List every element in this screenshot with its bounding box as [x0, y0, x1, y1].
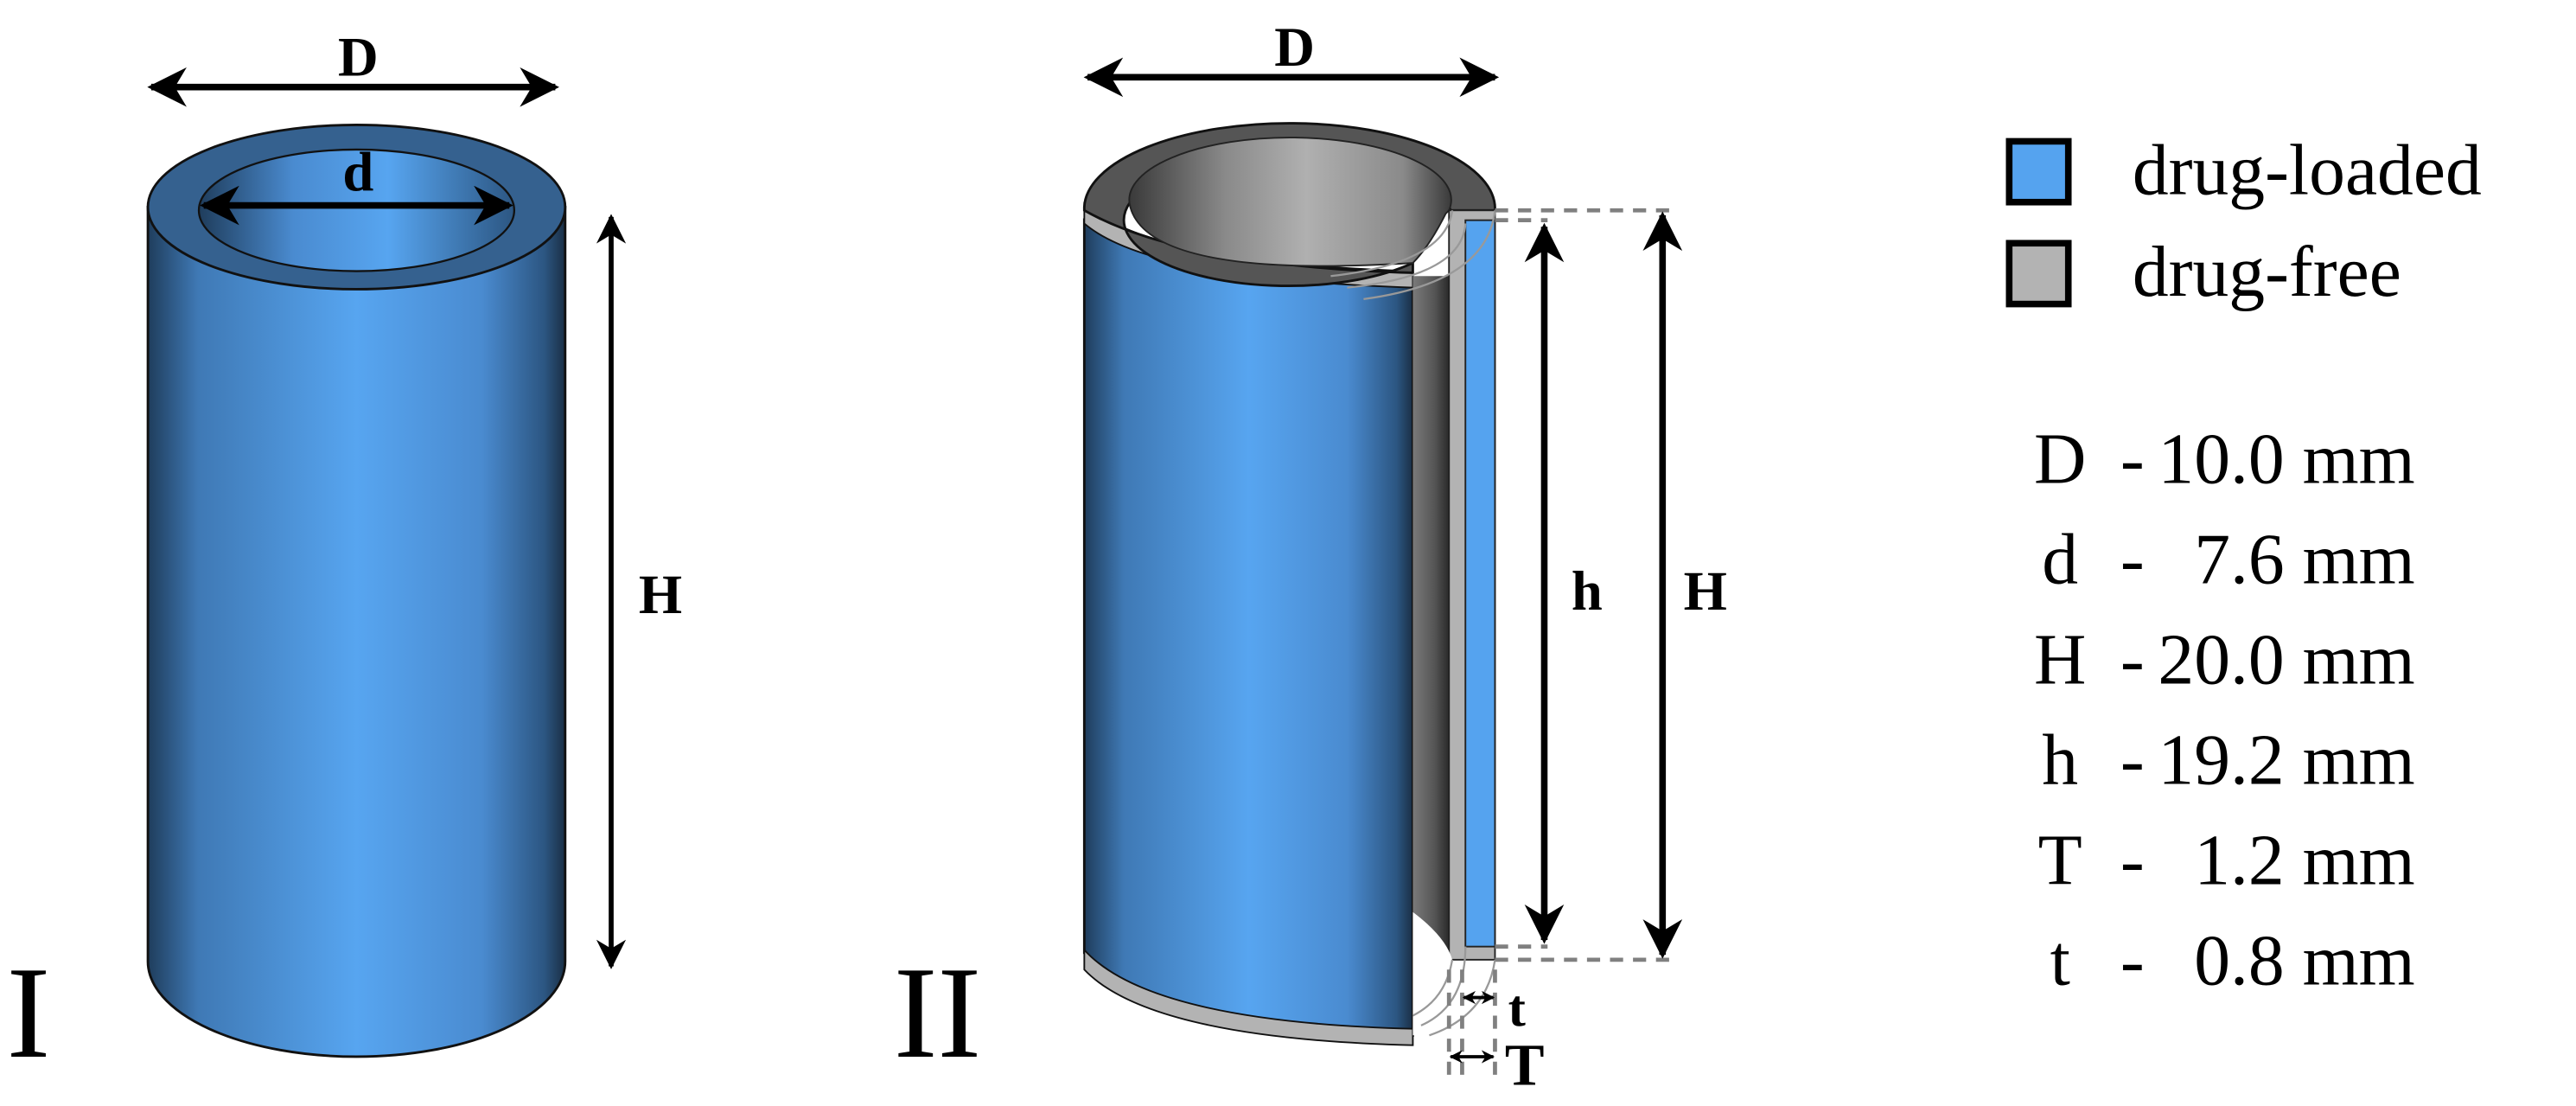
dimension-symbol: D [2034, 419, 2086, 500]
dimension-symbol: h [2042, 720, 2078, 801]
outer-diameter-label: D [1274, 16, 1315, 78]
drug-free-swatch [2005, 240, 2072, 308]
dimension-row: T - 1.2 mm [2038, 820, 2415, 900]
dimension-row: t - 0.8 mm [2050, 920, 2415, 1001]
dimension-value: 1.2 mm [2194, 820, 2414, 900]
dimension-symbol: H [2034, 620, 2086, 700]
dimension-row: d - 7.6 mm [2042, 520, 2414, 600]
hidden-edge-arcs [1330, 210, 1496, 1037]
dimension-row: D - 10.0 mm [2034, 419, 2415, 500]
dimension-value: 20.0 mm [2158, 620, 2414, 700]
dimension-value: 0.8 mm [2194, 920, 2414, 1001]
inner-diameter-label: d [342, 140, 373, 202]
dimension-sep: - [2120, 820, 2145, 900]
panel-label-II: II [894, 940, 981, 1085]
dimension-sep: - [2120, 520, 2145, 600]
panel-I: D d H I [7, 25, 683, 1085]
dimension-sep: - [2120, 920, 2145, 1001]
dimension-sep: - [2120, 419, 2145, 500]
dimension-row: h - 19.2 mm [2042, 720, 2414, 801]
outer-diameter-label: D [338, 25, 379, 87]
dimension-row: H - 20.0 mm [2034, 620, 2415, 700]
cut-section-drug-loaded [1464, 219, 1496, 948]
extension-lines [1446, 208, 1676, 1077]
cut-wall-inner-surface [1412, 276, 1450, 1032]
drug-loaded-swatch [2005, 137, 2072, 206]
legend-item-drug-free: drug-free [2005, 232, 2401, 312]
panel-II: D [894, 16, 1727, 1097]
dimension-value: 19.2 mm [2158, 720, 2414, 801]
dimension-sep: - [2120, 620, 2145, 700]
legend-label: drug-free [2133, 232, 2401, 312]
dimension-symbol: t [2050, 920, 2070, 1001]
inner-height-label: h [1572, 559, 1603, 622]
inner-thickness-label: t [1508, 980, 1526, 1038]
dimension-sep: - [2120, 720, 2145, 801]
legend: drug-loaded drug-free [2005, 130, 2482, 312]
cylinder-II-bore [1128, 137, 1452, 267]
dimension-value: 10.0 mm [2158, 419, 2414, 500]
dimension-symbol: d [2042, 520, 2078, 600]
dimension-value: 7.6 mm [2194, 520, 2414, 600]
cylinder-II-bottom-drug-free [1083, 948, 1414, 1046]
legend-label: drug-loaded [2133, 130, 2482, 210]
cutaway-notch [1412, 911, 1453, 1036]
height-label: H [1684, 559, 1727, 622]
height-label: H [639, 563, 682, 625]
outer-thickness-label: T [1505, 1032, 1545, 1097]
dimension-symbol: T [2038, 820, 2082, 900]
dimension-list: D - 10.0 mm d - 7.6 mm H - 20.0 mm h - 1… [2034, 419, 2415, 1001]
legend-item-drug-loaded: drug-loaded [2005, 130, 2482, 210]
cylinder-II-outer-drug-loaded [1082, 218, 1414, 1037]
cylinder-I-body [146, 206, 567, 1058]
panel-label-I: I [7, 940, 51, 1085]
